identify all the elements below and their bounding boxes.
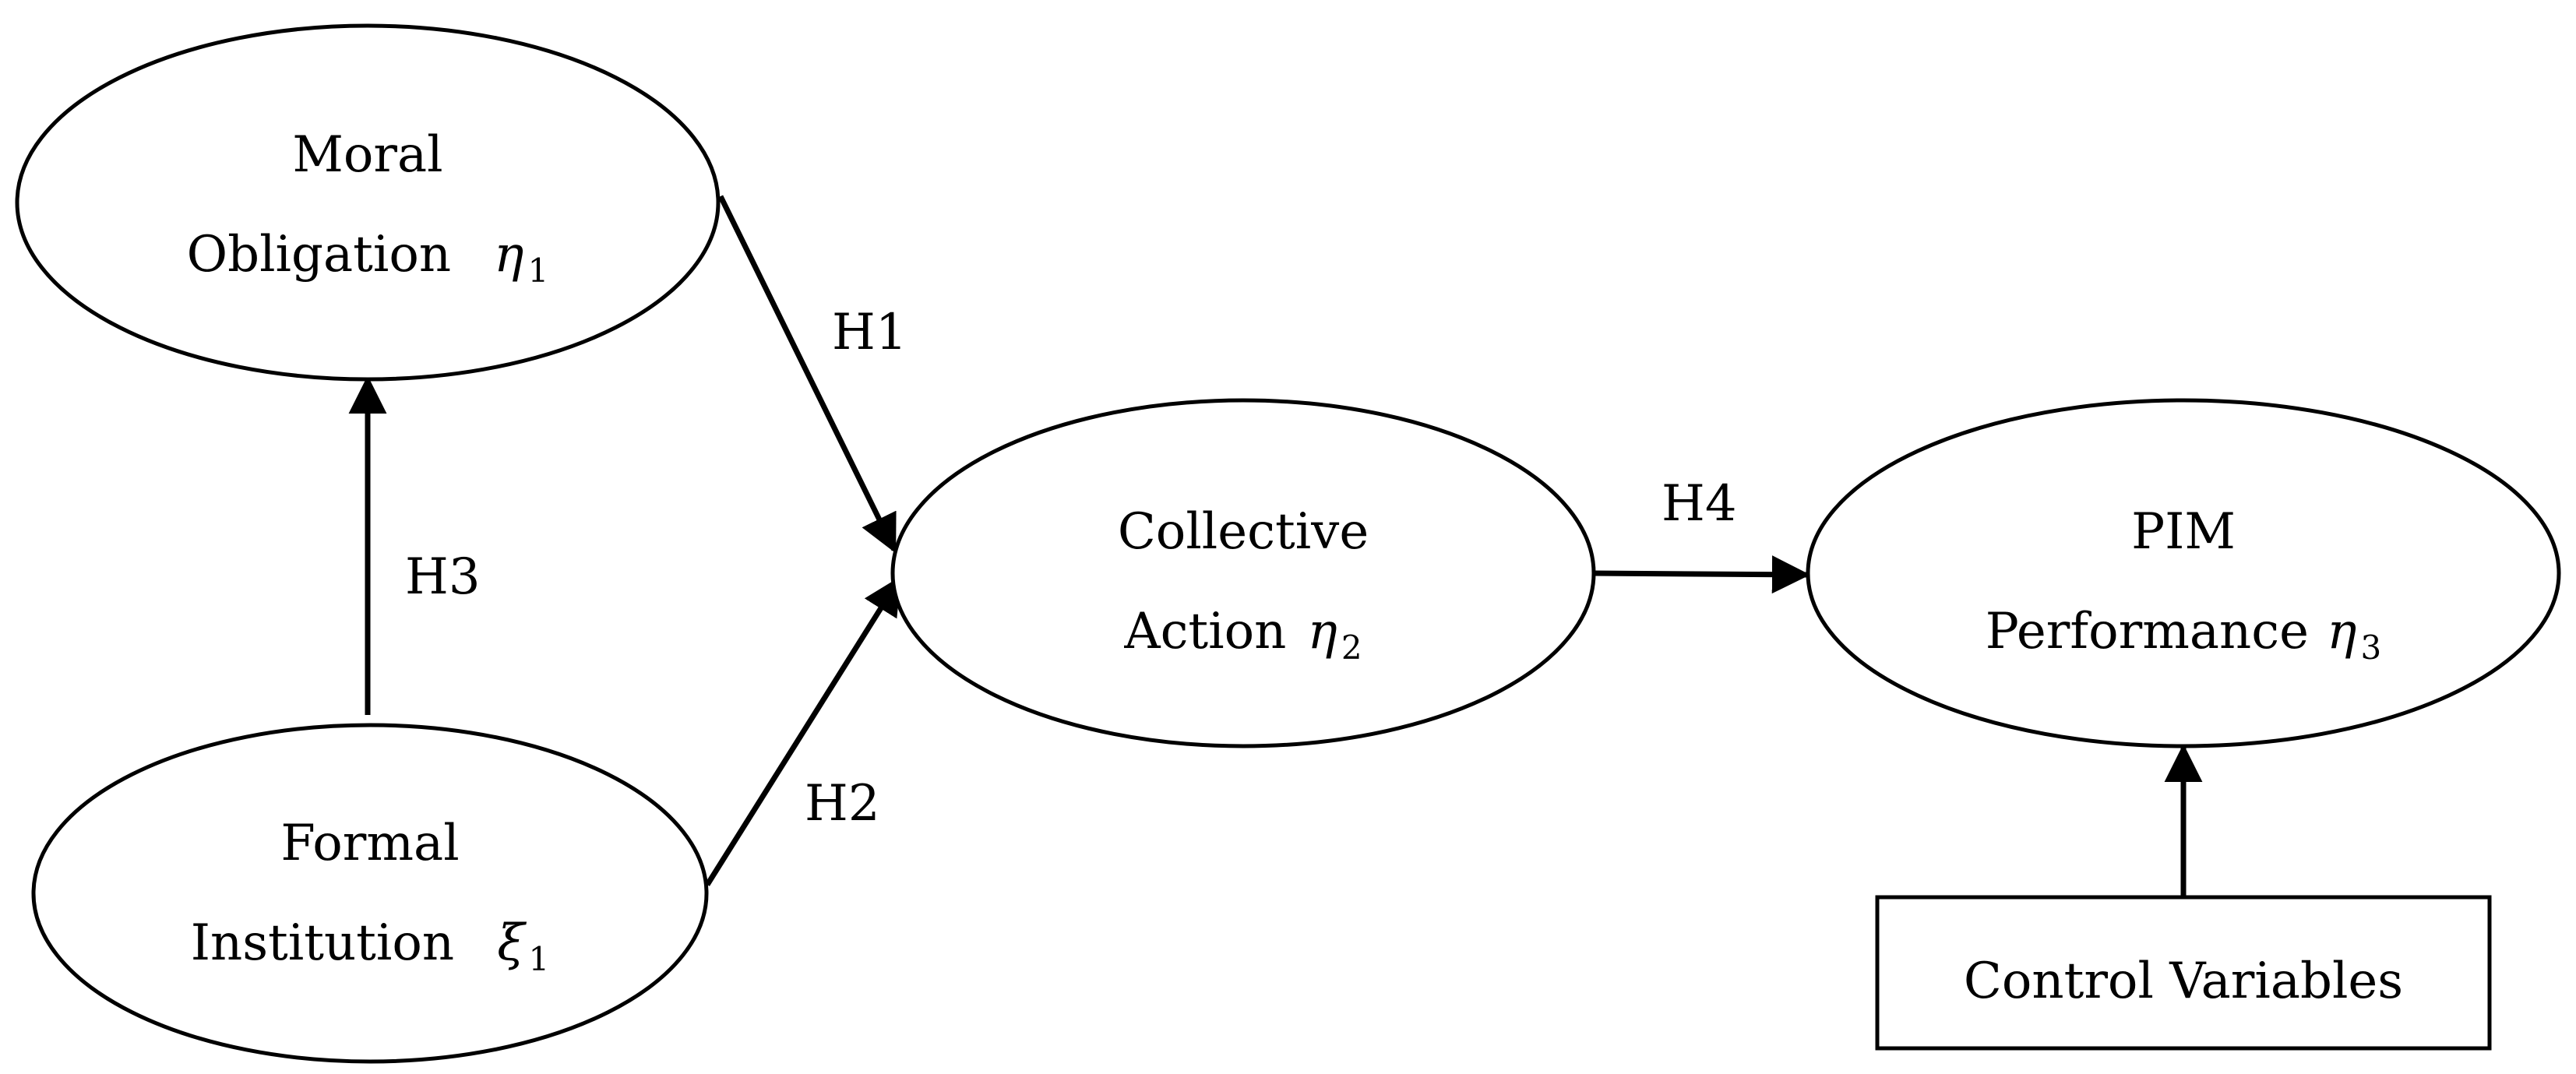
collective-action-line2: Action η 2 (1123, 603, 1362, 667)
edge-label-h4: H4 (1662, 475, 1737, 533)
node-control-variables: Control Variables (1875, 895, 2492, 1051)
control-variables-box (1875, 895, 2492, 1051)
edge-h2: H2 (705, 576, 901, 886)
edge-h4-arrow (1592, 555, 1810, 594)
formal-institution-line2: Institution ξ 1 (191, 914, 550, 978)
edge-h1: H1 (717, 195, 907, 554)
control-variables-label: Control Variables (1964, 953, 2403, 1010)
node-collective-action: Collective Action η 2 (890, 398, 1596, 748)
pim-performance-line2: Performance η 3 (1986, 603, 2382, 667)
edge-label-h2: H2 (805, 775, 880, 833)
pim-performance-ellipse (1806, 398, 2561, 748)
moral-obligation-line2: Obligation η 1 (187, 226, 549, 290)
pim-performance-line1: PIM (2131, 503, 2236, 561)
edge-h3: H3 (348, 375, 481, 715)
moral-obligation-ellipse (15, 23, 721, 382)
edge-h2-arrow (705, 576, 901, 886)
node-pim-performance: PIM Performance η 3 (1806, 398, 2561, 748)
edge-label-h1: H1 (832, 304, 907, 361)
edge-label-h3: H3 (405, 548, 481, 606)
formal-institution-line1: Formal (280, 815, 459, 872)
formal-institution-ellipse (31, 723, 709, 1064)
node-moral-obligation: Moral Obligation η 1 (15, 23, 721, 382)
collective-action-ellipse (890, 398, 1596, 748)
moral-obligation-line1: Moral (292, 126, 442, 184)
edge-h4: H4 (1592, 475, 1810, 594)
node-formal-institution: Formal Institution ξ 1 (31, 723, 709, 1064)
edge-h1-arrow (717, 195, 897, 554)
collective-action-line1: Collective (1118, 503, 1369, 561)
